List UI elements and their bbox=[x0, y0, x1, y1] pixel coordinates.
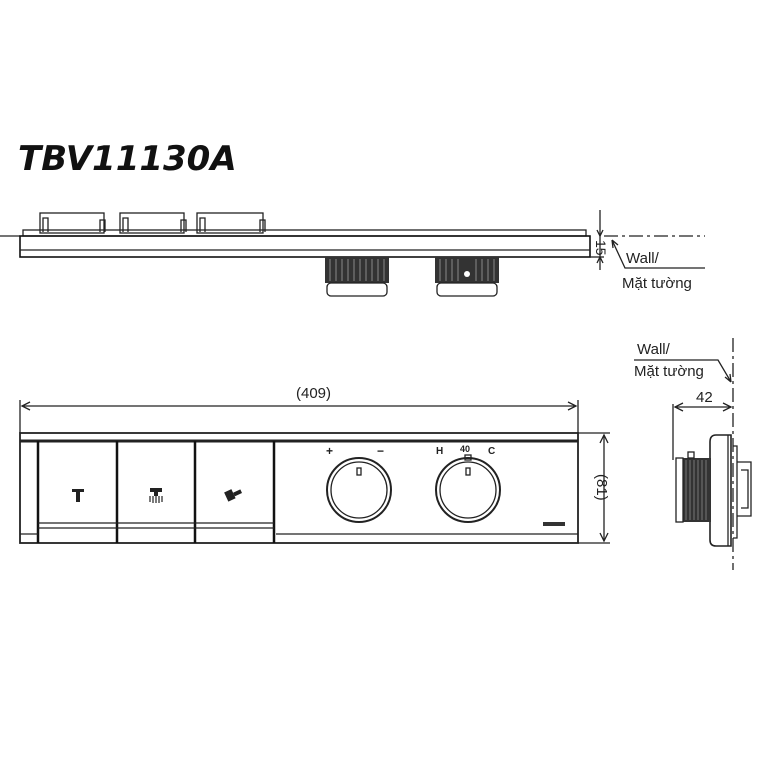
top-view-plate bbox=[19, 235, 591, 258]
shower-head-icon bbox=[149, 488, 163, 503]
temperature-dial[interactable] bbox=[435, 454, 501, 523]
wall-label-top-1: Wall/ bbox=[626, 250, 660, 267]
dim-height-label: (81) bbox=[593, 474, 610, 501]
wall-label-side-1: Wall/ bbox=[637, 341, 671, 358]
dimension-projection: 42 bbox=[672, 389, 733, 460]
side-body bbox=[709, 434, 732, 547]
button-hand-shower[interactable] bbox=[224, 486, 243, 502]
top-view: 15 Wall/ Mặt tường bbox=[0, 210, 705, 297]
hand-shower-icon bbox=[224, 489, 243, 502]
front-panel bbox=[19, 432, 579, 544]
top-view-knob-right bbox=[435, 257, 499, 297]
side-knob bbox=[683, 458, 711, 522]
wall-label-top-2: Mặt tường bbox=[622, 275, 692, 292]
top-view-knob-left bbox=[325, 257, 389, 297]
button-shower[interactable] bbox=[149, 488, 163, 503]
flow-dial[interactable] bbox=[326, 457, 392, 523]
side-connector bbox=[733, 445, 752, 539]
faucet-icon bbox=[72, 489, 84, 502]
model-title: TBV11130A bbox=[18, 139, 237, 179]
dial-temp-label: 40 bbox=[460, 444, 470, 454]
button-dividers bbox=[20, 441, 578, 543]
dimension-width: (409) bbox=[19, 385, 579, 433]
dial-plus-label: + bbox=[326, 444, 333, 458]
dim-depth-label: 15 bbox=[593, 240, 609, 256]
dimension-height: (81) bbox=[578, 432, 610, 544]
button-faucet[interactable] bbox=[72, 489, 84, 502]
wall-label-side-2: Mặt tường bbox=[634, 363, 704, 380]
top-view-button-housings bbox=[39, 212, 266, 234]
dimension-depth: 15 bbox=[590, 210, 609, 270]
dial-hot-label: H bbox=[436, 446, 443, 457]
dial-cold-label: C bbox=[488, 446, 495, 457]
brand-logo bbox=[543, 522, 565, 526]
dial-minus-label: − bbox=[377, 444, 384, 458]
top-view-rail bbox=[22, 229, 587, 237]
dim-projection-label: 42 bbox=[696, 389, 713, 406]
front-view: (409) + − H 40 C bbox=[19, 385, 610, 544]
dim-width-label: (409) bbox=[296, 385, 331, 402]
side-view: Wall/ Mặt tường 42 bbox=[634, 338, 752, 570]
